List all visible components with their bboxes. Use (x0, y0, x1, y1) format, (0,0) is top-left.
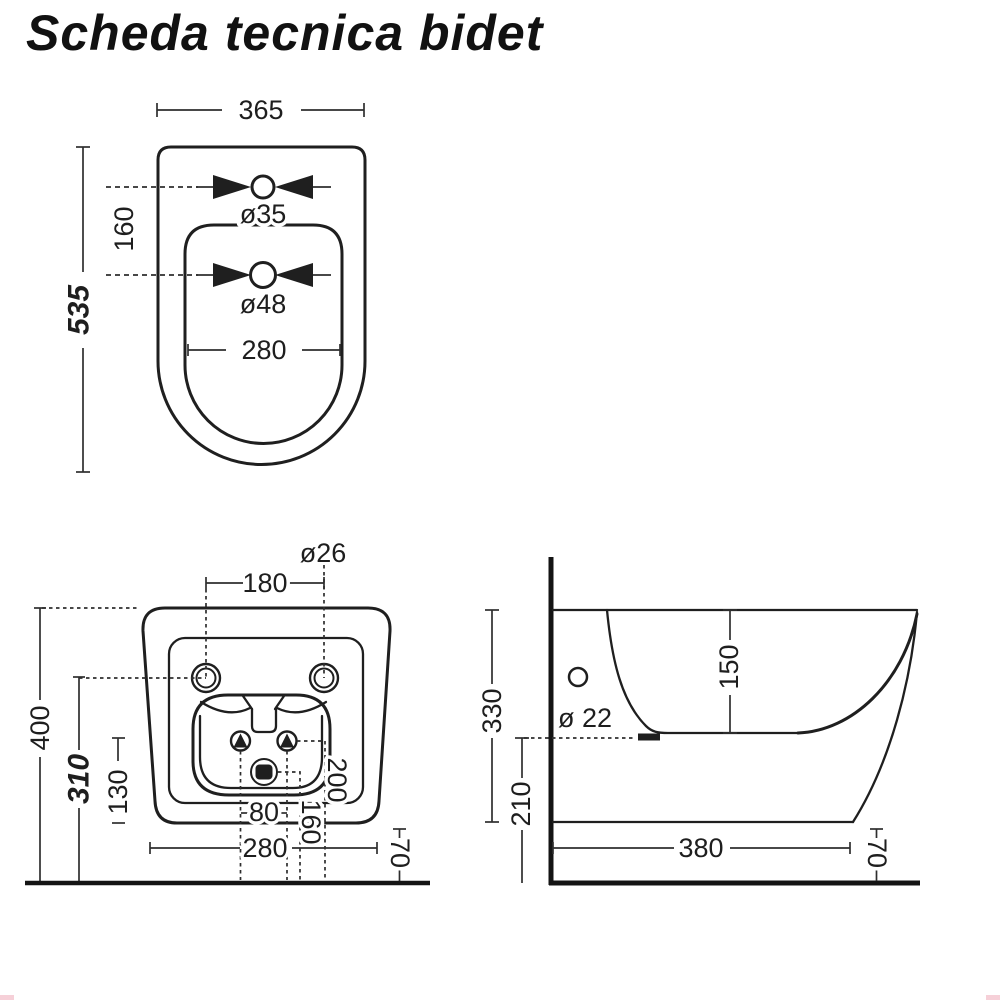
dim-label-280: 280 (241, 335, 286, 365)
arrow-right-icon (275, 263, 313, 287)
dim-label-180: 180 (242, 568, 287, 598)
overflow-wing-right (275, 700, 328, 714)
dim-mounting-spacing: 180 ø26 (205, 535, 350, 678)
rear-inner-rim (167, 636, 365, 805)
dim-label-80: 80 (249, 797, 279, 827)
rear-outer-outline (141, 606, 392, 825)
basin-rim-line (198, 714, 324, 790)
drain-plug (255, 764, 273, 780)
dim-inner-width: 280 (187, 332, 341, 369)
dim-label-330: 330 (477, 688, 507, 733)
dim-body-height: 330 (474, 609, 511, 823)
dim-label-70-side: 70 (862, 838, 892, 868)
overflow-funnel-left (241, 694, 254, 711)
dim-label-160: 160 (109, 206, 139, 251)
dim-label-280-rear: 280 (242, 833, 287, 863)
dim-label-210: 210 (506, 781, 536, 826)
dim-label-130: 130 (103, 769, 133, 814)
dim-label-380: 380 (678, 833, 723, 863)
drain-seat (638, 733, 660, 741)
dim-label-70-rear: 70 (385, 838, 415, 868)
bidet-inner-rim (183, 223, 344, 445)
dim-drain-height-side: 210 (503, 737, 636, 883)
top-view: 365 ø35 ø4 (59, 92, 367, 473)
dim-tap-spacing: 80 (241, 794, 287, 831)
arrow-right-icon (275, 175, 313, 199)
dim-label-side-hole: ø 22 (558, 703, 612, 733)
tap-hole-circle (250, 174, 276, 200)
dim-label-tap-diameter: ø35 (240, 199, 287, 229)
side-view: ø 22 150 330 (474, 557, 920, 886)
dim-label-310: 310 (63, 754, 96, 804)
dim-label-200: 200 (322, 757, 352, 802)
drain-hole-circle (249, 261, 277, 289)
drain-hole: ø48 (106, 261, 331, 323)
dim-bottom-offset: 130 (100, 737, 137, 824)
overflow-wing-left (199, 700, 252, 714)
tap-mount-right-triangle-icon (280, 733, 294, 748)
artifact-strip-left (0, 995, 14, 1000)
overflow-neck (250, 707, 278, 734)
side-hole-circle (567, 666, 589, 688)
tap-mount-left-triangle-icon (233, 733, 248, 748)
basin-interior-curve (605, 608, 800, 735)
dim-label-drain-diameter: ø48 (240, 289, 287, 319)
dim-label-535: 535 (63, 284, 96, 335)
dim-overall-depth-side: 380 (552, 830, 851, 867)
rear-view: 180 ø26 400 310 (22, 535, 430, 886)
dim-overall-height: 400 (22, 607, 137, 884)
projection-tap-height (297, 740, 326, 880)
front-outer-curve (851, 610, 919, 824)
dim-mounting-height: 310 (59, 676, 206, 883)
dim-label-150: 150 (714, 644, 744, 689)
basin-back-curve (796, 612, 919, 735)
page-title: Scheda tecnica bidet (26, 5, 544, 61)
dim-base-width: 280 (149, 830, 378, 867)
artifact-strip-right (986, 995, 1000, 1000)
dim-overall-depth: 535 (59, 146, 99, 473)
dim-label-160-rear: 160 (296, 799, 326, 844)
dim-rim-depth: 150 (711, 609, 748, 734)
dim-label-400: 400 (25, 705, 55, 750)
overflow-funnel-right (273, 694, 286, 711)
projection-drain (278, 771, 301, 880)
dim-floor-clearance-rear: 70 (382, 828, 419, 881)
bidet-outer-outline (156, 145, 367, 466)
dim-label-365: 365 (238, 95, 283, 125)
dim-floor-clearance-side: 70 (859, 828, 896, 881)
arrow-left-icon (213, 175, 251, 199)
dim-label-mount-diameter: ø26 (300, 538, 347, 568)
basin-outline (191, 693, 332, 797)
tap-hole: ø35 (106, 174, 331, 233)
arrow-left-icon (213, 263, 251, 287)
dim-overall-width: 365 (156, 92, 365, 129)
basin (191, 693, 332, 797)
